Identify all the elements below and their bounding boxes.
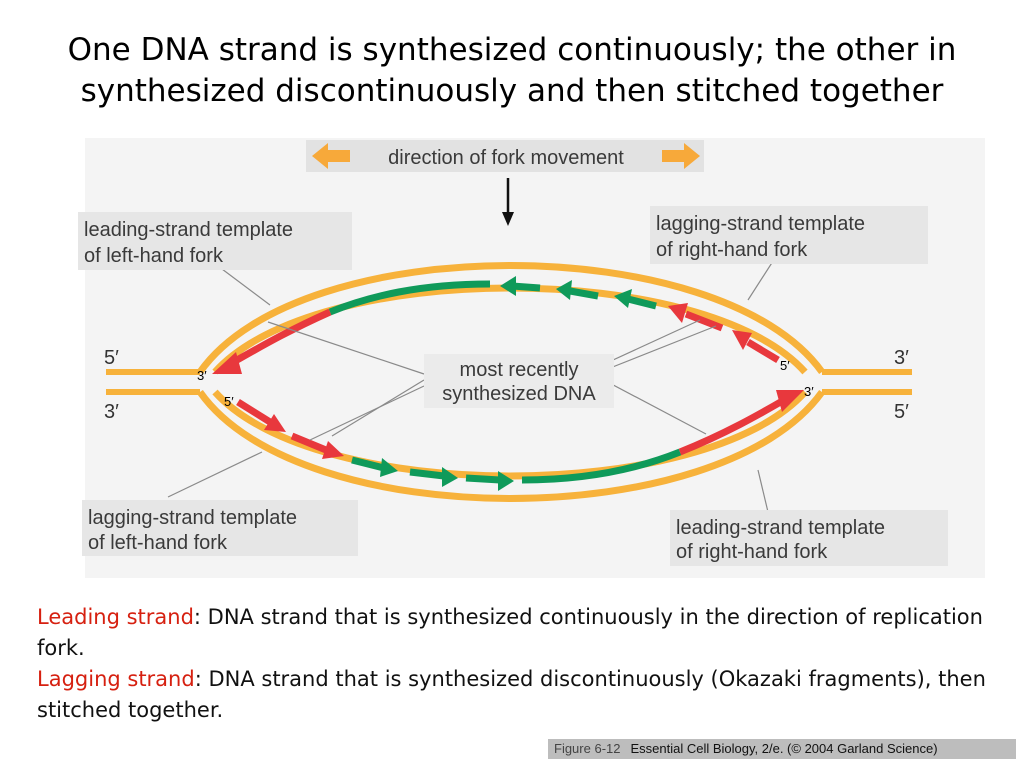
right-orange-arrow	[662, 143, 700, 169]
label-lagging-right-1: lagging-strand template	[656, 213, 865, 235]
label-bg-leading-left	[78, 212, 352, 270]
leading-strand-left-green	[328, 280, 491, 316]
okazaki-fragments-top	[500, 276, 780, 364]
end-label-right-bottom: 5′	[894, 401, 909, 423]
parental-dna-right	[822, 369, 912, 395]
parental-dna-left	[106, 369, 200, 395]
fork-direction-label: direction of fork movement	[388, 147, 624, 169]
label-bg-recent	[424, 354, 614, 408]
inner-label-right-top: 5′	[780, 358, 790, 373]
definitions: Leading strand: DNA strand that is synth…	[37, 602, 997, 726]
label-lagging-right-2: of right-hand fork	[656, 239, 808, 261]
label-bg-leading-right	[670, 510, 948, 566]
slide-title: One DNA strand is synthesized continuous…	[20, 30, 1004, 112]
leading-strand-left-arrowhead	[212, 352, 242, 374]
label-bg-lagging-left	[82, 500, 358, 556]
title-line-1: One DNA strand is synthesized continuous…	[67, 32, 957, 68]
leading-term: Leading strand	[37, 605, 194, 629]
inner-label-right-bottom: 3′	[804, 384, 814, 399]
label-leading-right-2: of right-hand fork	[676, 541, 828, 563]
label-leading-right-1: leading-strand template	[676, 517, 885, 539]
leading-strand-right-green	[521, 448, 682, 484]
top-template-outer	[197, 262, 825, 375]
label-bg-lagging-right	[650, 206, 928, 264]
label-recent-2: synthesized DNA	[442, 383, 596, 405]
inner-label-left-top: 3′	[197, 368, 207, 383]
leading-strand-right-red	[678, 396, 786, 456]
lagging-term: Lagging strand	[37, 667, 195, 691]
leading-text: : DNA strand that is synthesized continu…	[37, 605, 983, 660]
end-label-right-top: 3′	[894, 347, 909, 369]
left-orange-arrow	[312, 143, 350, 169]
okazaki-fragments-bottom	[236, 399, 514, 491]
label-lagging-left-2: of left-hand fork	[88, 532, 228, 554]
title-line-2: synthesized discontinuously and then sti…	[80, 73, 944, 109]
bottom-template-outer	[197, 389, 825, 502]
fork-direction-banner: direction of fork movement	[306, 140, 704, 172]
end-label-left-bottom: 3′	[104, 401, 119, 423]
figure-number: Figure 6-12	[554, 741, 621, 756]
lagging-definition: Lagging strand: DNA strand that is synth…	[37, 664, 997, 726]
end-label-left-top: 5′	[104, 347, 119, 369]
leading-definition: Leading strand: DNA strand that is synth…	[37, 602, 997, 664]
label-lagging-left-1: lagging-strand template	[88, 507, 297, 529]
inner-label-left-bottom: 5′	[224, 394, 234, 409]
lagging-text: : DNA strand that is synthesized discont…	[37, 667, 986, 722]
figure-caption: Figure 6-12 Essential Cell Biology, 2/e. …	[548, 739, 1016, 759]
figure-source: Essential Cell Biology, 2/e. (© 2004 Gar…	[630, 741, 938, 756]
leading-strand-left-red	[228, 308, 332, 368]
label-leading-left-2: of left-hand fork	[84, 245, 224, 267]
label-leading-left-1: leading-strand template	[84, 219, 293, 241]
pointer-lines	[167, 257, 776, 513]
down-arrow-head	[502, 212, 514, 226]
label-recent-1: most recently	[460, 359, 579, 381]
bottom-template-inner	[212, 389, 808, 480]
leading-strand-right-arrowhead	[776, 390, 804, 412]
